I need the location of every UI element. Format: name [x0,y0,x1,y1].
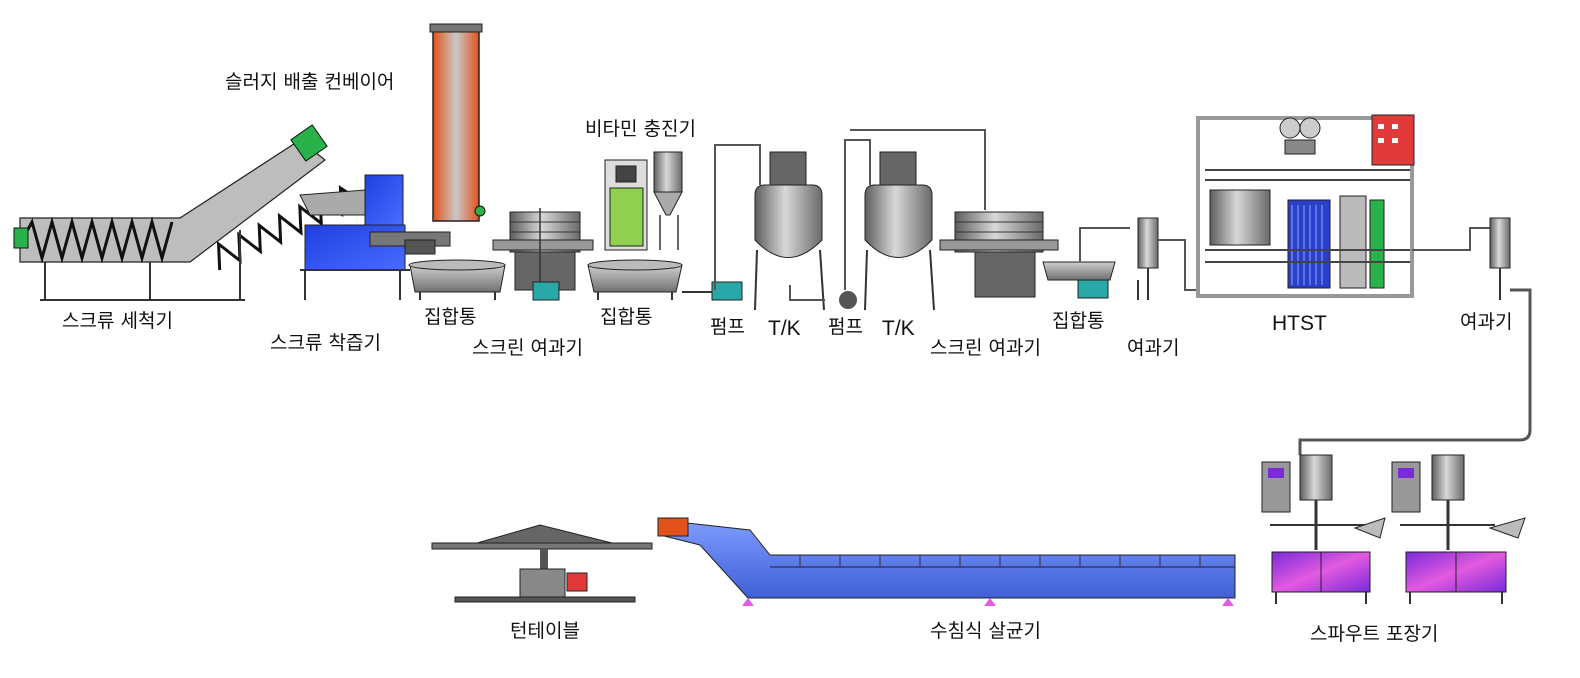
label-screen-filter-2: 스크린 여과기 [930,337,1041,359]
spout-packer-2 [1391,454,1526,604]
turntable [431,524,653,603]
label-pump-2: 펌프 [828,316,863,338]
collect-tank-1 [408,259,506,300]
screw-washer [13,124,360,301]
tank-1 [754,151,825,311]
label-screw-juicer: 스크류 착즙기 [270,332,381,354]
label-turntable: 턴테이블 [510,620,580,642]
water-immersion-sterilizer [657,517,1236,606]
label-sterilizer: 수침식 살균기 [930,620,1041,642]
vitamin-filler [604,151,683,251]
label-tk-2: T/K [882,317,915,340]
label-screen-filter-1: 스크린 여과기 [472,337,583,359]
label-sludge-conveyor: 슬러지 배출 컨베이어 [225,71,395,93]
label-htst: HTST [1272,312,1327,335]
sludge-conveyor [429,23,486,222]
screen-filter-1 [492,208,594,301]
label-collect-tank-2: 집합통 [600,306,653,328]
label-vitamin-filler: 비타민 충진기 [585,118,696,140]
pump-1 [682,281,743,301]
label-tk-1: T/K [768,317,801,340]
label-spout-packer: 스파우트 포장기 [1310,623,1439,645]
htst-unit [1196,114,1415,298]
spout-packer-1 [1261,454,1386,604]
label-collect-tank-1: 집합통 [424,306,477,328]
label-pump-1: 펌프 [710,316,745,338]
label-filter-1: 여과기 [1127,337,1180,359]
label-collect-tank-3: 집합통 [1052,310,1105,332]
screw-juicer [299,174,451,300]
screen-filter-2 [939,211,1059,298]
label-filter-2: 여과기 [1460,311,1513,333]
collect-tank-3 [1042,227,1130,299]
collect-tank-2 [587,259,683,300]
piping-tanks [714,129,986,309]
filter-1 [1137,217,1200,300]
label-screw-washer: 스크류 세척기 [62,310,173,332]
tank-2 [864,151,935,311]
filter-2 [1298,217,1532,455]
